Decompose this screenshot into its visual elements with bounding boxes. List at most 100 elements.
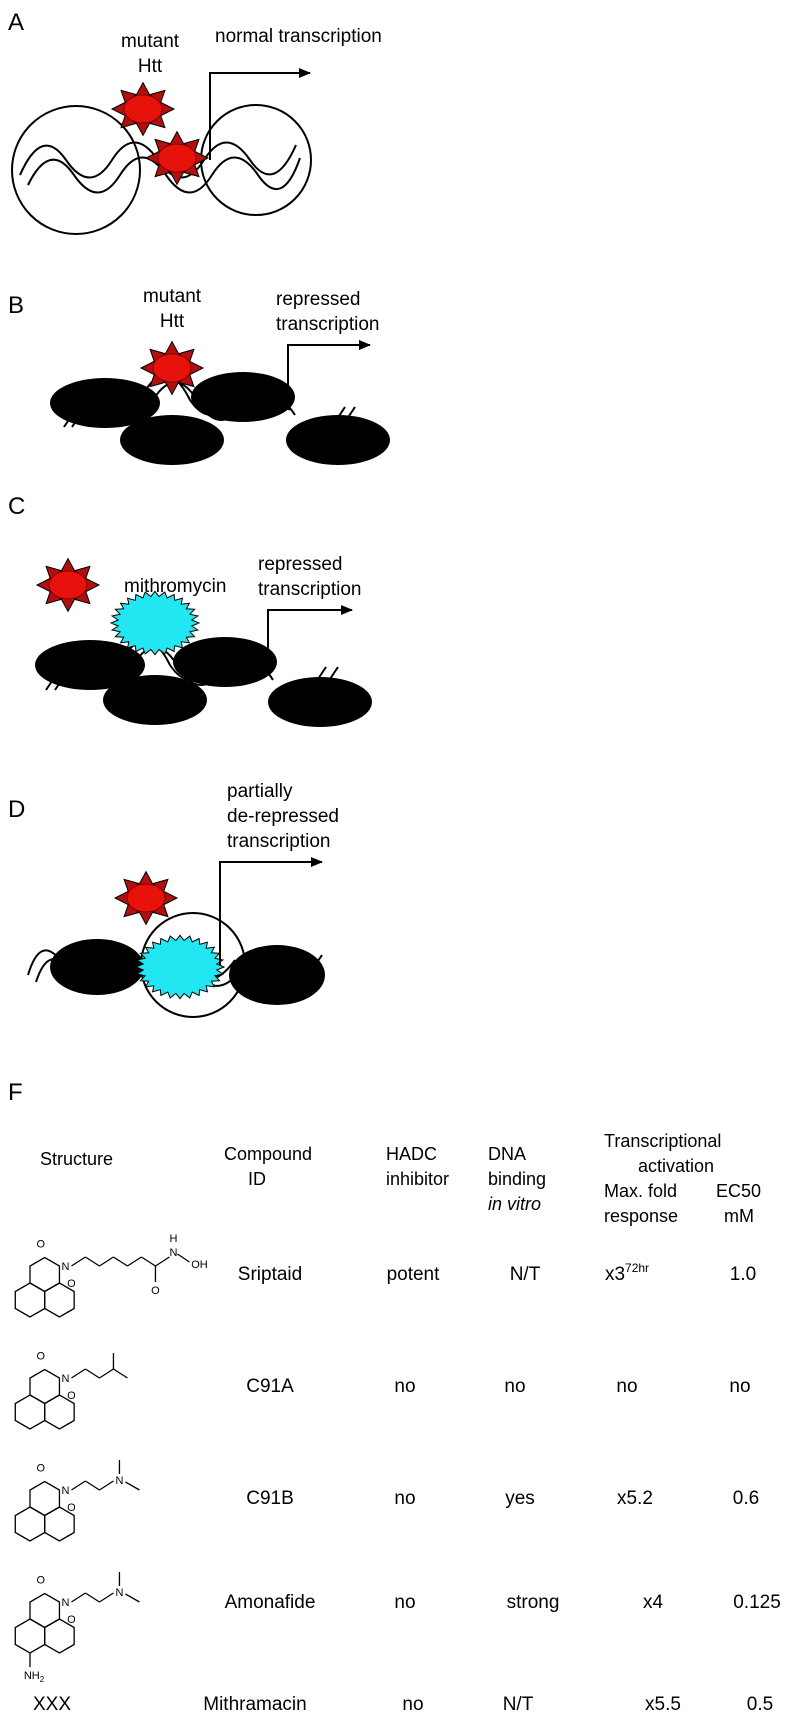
nucleosome-closed xyxy=(50,939,144,995)
chemical-structure: OON xyxy=(14,1351,128,1430)
mutant-htt-protein xyxy=(110,81,176,137)
ring xyxy=(14,1506,46,1542)
header-transcriptional-activation: Transcriptional xyxy=(604,1131,721,1151)
mutant-htt-protein xyxy=(113,870,179,926)
transcription-label: normal transcription xyxy=(215,26,382,47)
mutant-htt-protein xyxy=(144,130,210,186)
bond xyxy=(71,1592,86,1603)
transcription-label: transcription xyxy=(276,314,380,335)
htt-spike xyxy=(60,598,76,613)
transcription-label: transcription xyxy=(258,579,362,600)
ring xyxy=(14,1282,46,1318)
mithramycin-burst xyxy=(109,590,201,656)
compound-id: Amonafide xyxy=(225,1592,316,1613)
transcription-label: partially xyxy=(227,781,293,802)
bond xyxy=(99,1480,114,1491)
fold-value: no xyxy=(616,1376,637,1397)
nitrogen-label: N xyxy=(169,1247,177,1259)
table-row: C91B no yes x5.2 0.6 xyxy=(246,1488,759,1509)
htt-spike xyxy=(164,340,180,355)
mutant-htt-label: Htt xyxy=(138,56,163,77)
fold-value: x5.5 xyxy=(645,1694,681,1715)
panel-b-letter: B xyxy=(8,292,24,319)
bond xyxy=(99,1368,114,1379)
htt-spike xyxy=(135,81,151,96)
fold-value: x372hr xyxy=(605,1261,649,1285)
ec50-value: no xyxy=(729,1376,750,1397)
nitrogen-label: N xyxy=(61,1485,69,1497)
panel-c-letter: C xyxy=(8,493,25,520)
oxygen-label: O xyxy=(67,1502,76,1514)
bond xyxy=(85,1480,100,1491)
bond xyxy=(85,1592,100,1603)
dna-value: N/T xyxy=(510,1264,541,1285)
nucleosome-closed xyxy=(173,637,277,687)
transcription-arrow xyxy=(209,68,311,160)
bond xyxy=(85,1368,100,1379)
transcription-arrow xyxy=(219,857,323,965)
htt-spike xyxy=(138,870,154,885)
header-hadc: inhibitor xyxy=(386,1169,449,1189)
ring xyxy=(29,1256,61,1293)
bond xyxy=(71,1256,86,1267)
nucleosome-closed xyxy=(35,640,145,690)
ec50-value: 0.6 xyxy=(733,1488,759,1509)
dna-value: strong xyxy=(507,1592,560,1613)
compound-id: C91A xyxy=(246,1376,294,1397)
nitrogen-label: N xyxy=(61,1597,69,1609)
htt-spike xyxy=(60,557,76,572)
fold-value: x5.2 xyxy=(617,1488,653,1509)
htt-body xyxy=(152,353,192,383)
bond xyxy=(99,1256,114,1267)
ring xyxy=(29,1368,61,1405)
oxygen-label: O xyxy=(36,1351,45,1363)
header-compound: ID xyxy=(248,1169,266,1189)
oxygen-label: O xyxy=(151,1285,160,1297)
header-dna-binding: DNA xyxy=(488,1144,526,1164)
ec50-value: 0.5 xyxy=(747,1694,773,1715)
hdac-value: no xyxy=(394,1488,415,1509)
compound-id: Sriptaid xyxy=(238,1264,302,1285)
mutant-htt-protein xyxy=(139,340,205,396)
table-row: Sriptaid potent N/T x372hr 1.0 xyxy=(238,1261,756,1285)
panel-d-letter: D xyxy=(8,796,25,823)
htt-spike xyxy=(169,130,185,145)
bond xyxy=(125,1593,140,1603)
mithromycin-label: mithromycin xyxy=(124,576,226,597)
nucleosome-open-right xyxy=(200,104,312,216)
bond xyxy=(127,1256,142,1267)
panel-d: D partially de-repressed transcription xyxy=(8,781,339,1018)
htt-body xyxy=(123,94,163,124)
ring xyxy=(29,1592,61,1629)
nucleosome-closed xyxy=(120,415,224,465)
htt-body xyxy=(48,570,88,600)
mutant-htt-label: mutant xyxy=(121,31,180,52)
panel-c: C mithromycin repressed transcription xyxy=(8,493,372,727)
dna-value: no xyxy=(504,1376,525,1397)
mithramycin-drug xyxy=(134,934,226,1000)
transcription-label: repressed xyxy=(258,554,343,575)
header-hadc: HADC xyxy=(386,1144,437,1164)
oxygen-label: O xyxy=(36,1239,45,1251)
panel-a: A mutant Htt normal transcription xyxy=(8,9,382,235)
hydroxyl-label: OH xyxy=(191,1259,208,1271)
amine-label: NH2 xyxy=(24,1670,45,1684)
htt-spike xyxy=(138,911,154,926)
ec50-value: 1.0 xyxy=(730,1264,756,1285)
structure-placeholder: XXX xyxy=(33,1694,71,1715)
panel-b: B mutant Htt repressed transcription xyxy=(8,286,390,465)
nucleosome-closed xyxy=(103,675,207,725)
htt-spike xyxy=(135,122,151,137)
bond xyxy=(177,1253,190,1263)
nucleosome-closed xyxy=(229,945,325,1005)
bond xyxy=(113,1368,128,1379)
bond xyxy=(155,1256,170,1267)
hdac-value: no xyxy=(394,1592,415,1613)
bond xyxy=(71,1480,86,1491)
header-dna-binding: in vitro xyxy=(488,1194,541,1214)
htt-spike xyxy=(164,381,180,396)
hdac-value: no xyxy=(402,1694,423,1715)
header-max-fold: response xyxy=(604,1206,678,1226)
